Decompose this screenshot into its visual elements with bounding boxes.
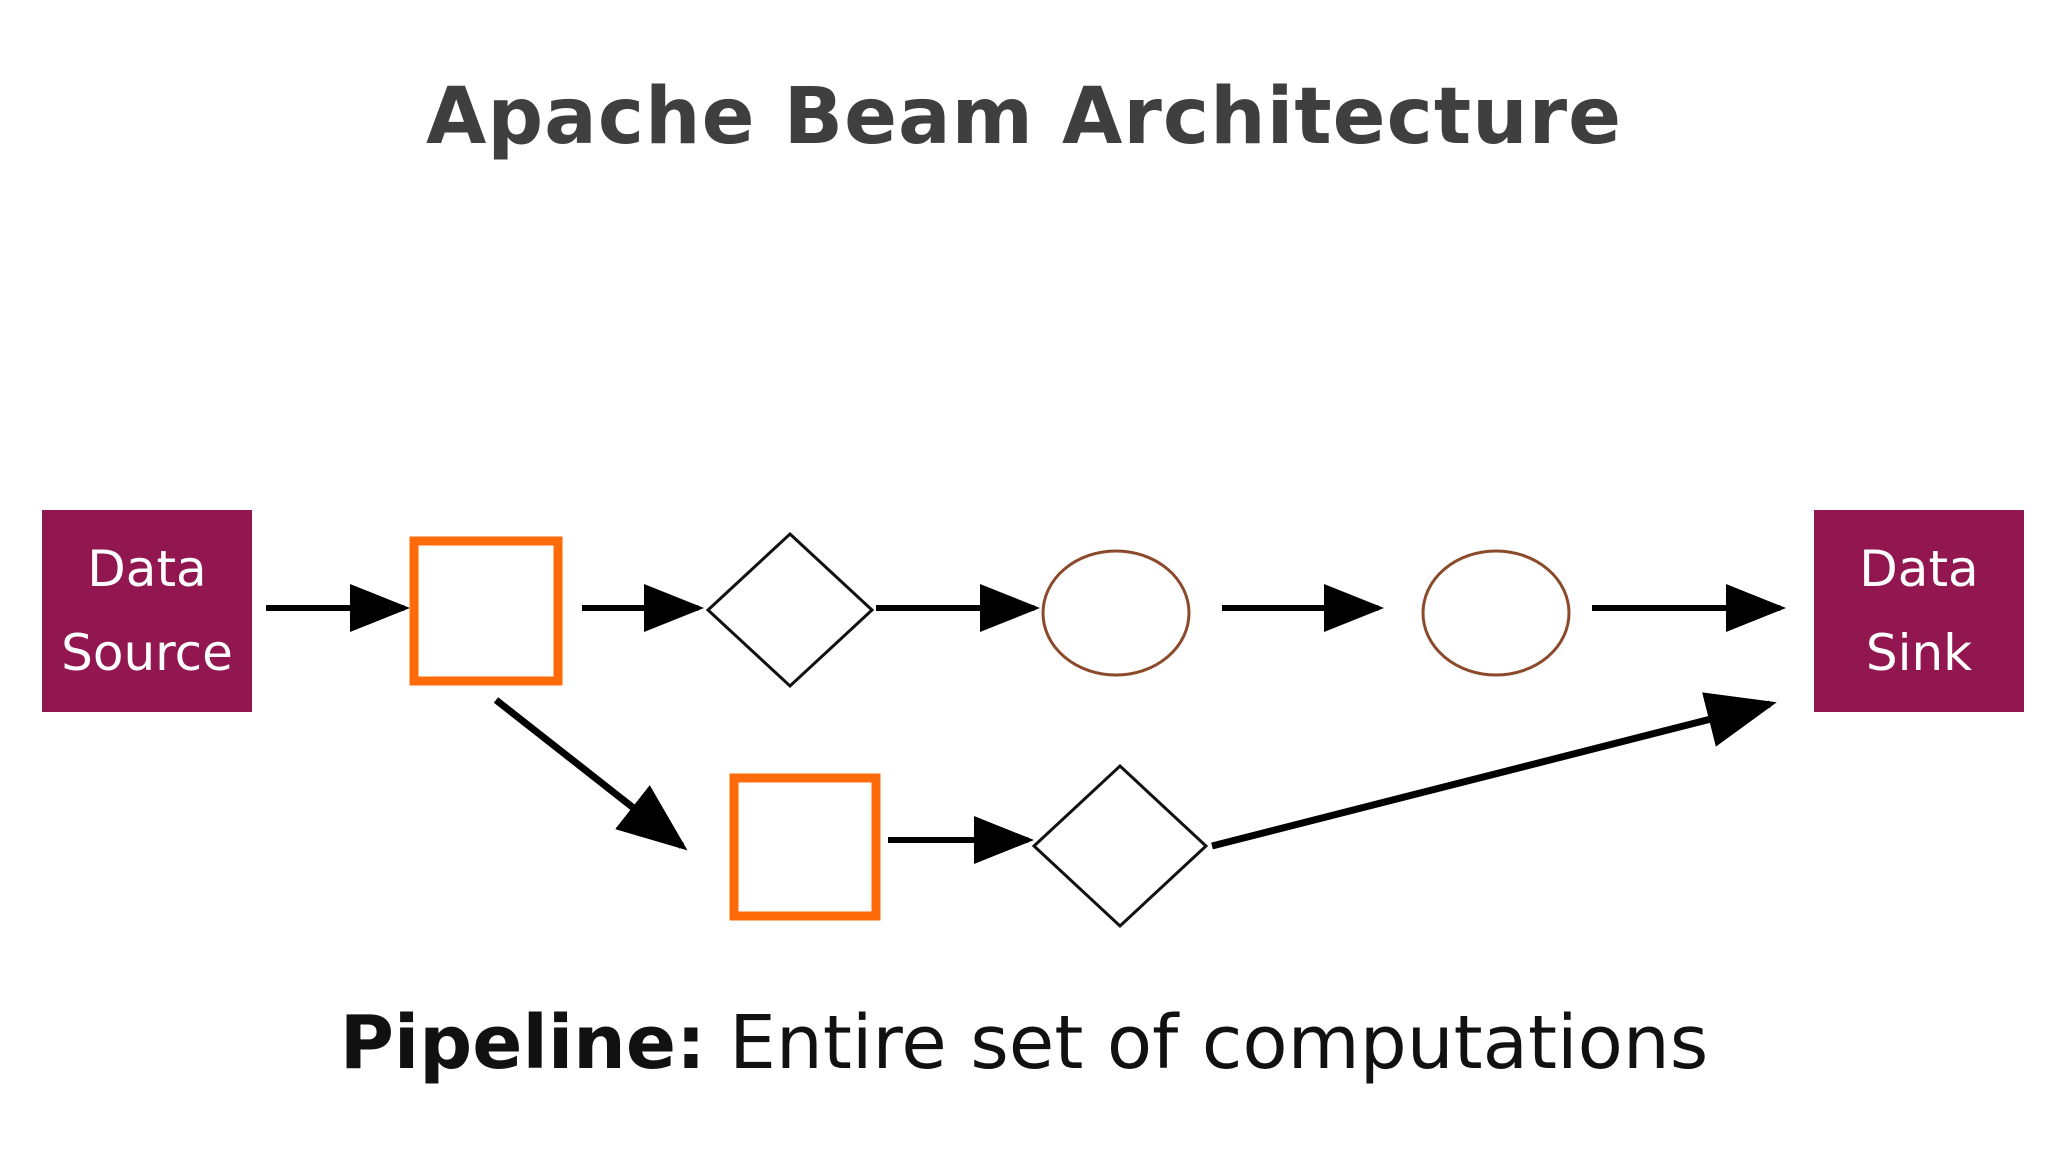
transform-diamond-2 — [1031, 763, 1209, 929]
slide-title: Apache Beam Architecture — [425, 72, 1623, 162]
data-sink-label-line2: Sink — [1865, 624, 1973, 682]
transform-circle-1 — [1041, 549, 1191, 677]
pipeline-caption: Pipeline: Entire set of computations — [0, 1000, 2048, 1086]
arrow-diamond2-to-sink — [1211, 692, 1777, 850]
transform-square-2 — [729, 773, 881, 921]
data-sink-box: Data Sink — [1814, 510, 2024, 712]
data-source-box: Data Source — [42, 510, 252, 712]
transform-square-1 — [409, 536, 563, 686]
caption-separator: : — [676, 1000, 706, 1086]
data-source-label-line1: Data — [87, 540, 207, 598]
caption-term: Pipeline — [339, 1000, 677, 1086]
arrow-square1-to-square2 — [493, 697, 688, 851]
transform-diamond-1 — [705, 531, 875, 689]
data-sink-label-line1: Data — [1859, 540, 1979, 598]
data-source-label-line2: Source — [61, 624, 233, 682]
transform-circle-2 — [1421, 549, 1571, 677]
caption-definition: Entire set of computations — [705, 1000, 1709, 1086]
